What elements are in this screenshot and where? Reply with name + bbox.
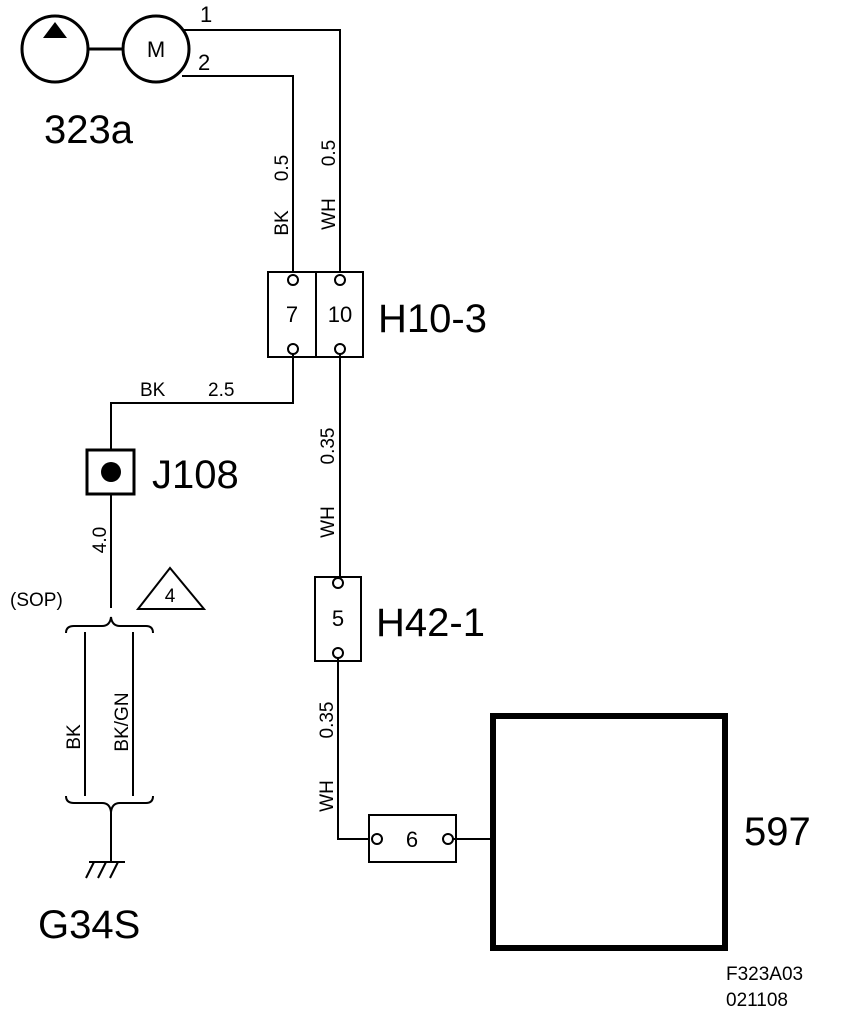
module-connector: 6 <box>368 814 457 863</box>
wire-bk-2-5-color: BK <box>140 380 166 401</box>
h10-pin-7-top <box>287 274 299 286</box>
ground-g34s: G34S <box>38 812 140 947</box>
wire-bk-size: 0.5 <box>272 155 293 181</box>
drawing-date: 021108 <box>726 990 788 1011</box>
motor-323a: M 1 2 323a <box>20 2 212 152</box>
h10-pin-10-top <box>334 274 346 286</box>
wire-wh-color: WH <box>319 198 340 230</box>
wire-bk-h10-to-j108 <box>110 354 294 450</box>
h10-pin-10-bottom <box>334 343 346 355</box>
ground-hatch-1 <box>85 861 95 879</box>
wire-wh-size: 0.5 <box>319 140 340 166</box>
module-id-label: 597 <box>744 810 811 854</box>
motor-symbol <box>121 14 191 84</box>
note-triangle: 4 <box>135 566 207 610</box>
connector-h10-3: 7 10 H10-3 <box>267 271 487 358</box>
wire-wh-h10-h42-size: 0.35 <box>318 428 339 465</box>
ground-hatch-2 <box>97 861 107 879</box>
wire-wh-h42-to-597 <box>337 658 372 840</box>
motor-letter: M <box>147 37 165 62</box>
module-pin-left <box>371 833 383 845</box>
wire-bk-motor-to-h10 <box>182 75 294 276</box>
wire-bk-2-5-size: 2.5 <box>208 380 234 401</box>
module-pin-right <box>442 833 454 845</box>
motor-pin-2: 2 <box>198 50 210 75</box>
h42-pin-bottom <box>332 647 344 659</box>
h10-pin-10-body <box>315 271 364 358</box>
h10-pin-10-label: 10 <box>328 302 352 327</box>
wire-bk-color: BK <box>272 210 293 236</box>
motor-pin-1: 1 <box>200 2 212 27</box>
wire-wh-h42-597-size: 0.35 <box>317 702 338 739</box>
h42-pin-label: 5 <box>332 606 344 631</box>
ground-hatch-3 <box>109 861 119 879</box>
module-pin-label: 6 <box>406 827 418 852</box>
h42-pin-top <box>332 577 344 589</box>
h10-pin-7-bottom <box>287 343 299 355</box>
note-number: 4 <box>165 586 176 607</box>
splice-id-label: J108 <box>152 453 239 497</box>
wire-wh-h10-h42-color: WH <box>318 506 339 538</box>
drawing-code: F323A03 <box>726 964 803 985</box>
connector-h42-1: 5 H42-1 <box>314 576 485 662</box>
ground-wire-bk-label: BK <box>64 724 85 750</box>
pump-arrow-icon <box>43 22 67 38</box>
splice-j108: J108 <box>85 448 239 497</box>
ground-wire-bk-gn-label: BK/GN <box>112 692 133 751</box>
sop-label: (SOP) <box>10 590 63 611</box>
splice-dot <box>101 462 121 482</box>
module-597-box <box>490 713 728 951</box>
motor-id-label: 323a <box>44 108 134 152</box>
h42-id-label: H42-1 <box>376 601 485 645</box>
ground-id-label: G34S <box>38 903 140 947</box>
h10-id-label: H10-3 <box>378 297 487 341</box>
brace-top <box>65 616 154 634</box>
note-triangle-shape <box>135 566 207 610</box>
h10-pin-7-label: 7 <box>286 302 298 327</box>
brace-bottom <box>65 795 154 813</box>
wire-4-0-size: 4.0 <box>90 527 111 553</box>
wire-wh-motor-to-h10 <box>183 29 341 276</box>
wire-wh-h42-597-color: WH <box>317 780 338 812</box>
